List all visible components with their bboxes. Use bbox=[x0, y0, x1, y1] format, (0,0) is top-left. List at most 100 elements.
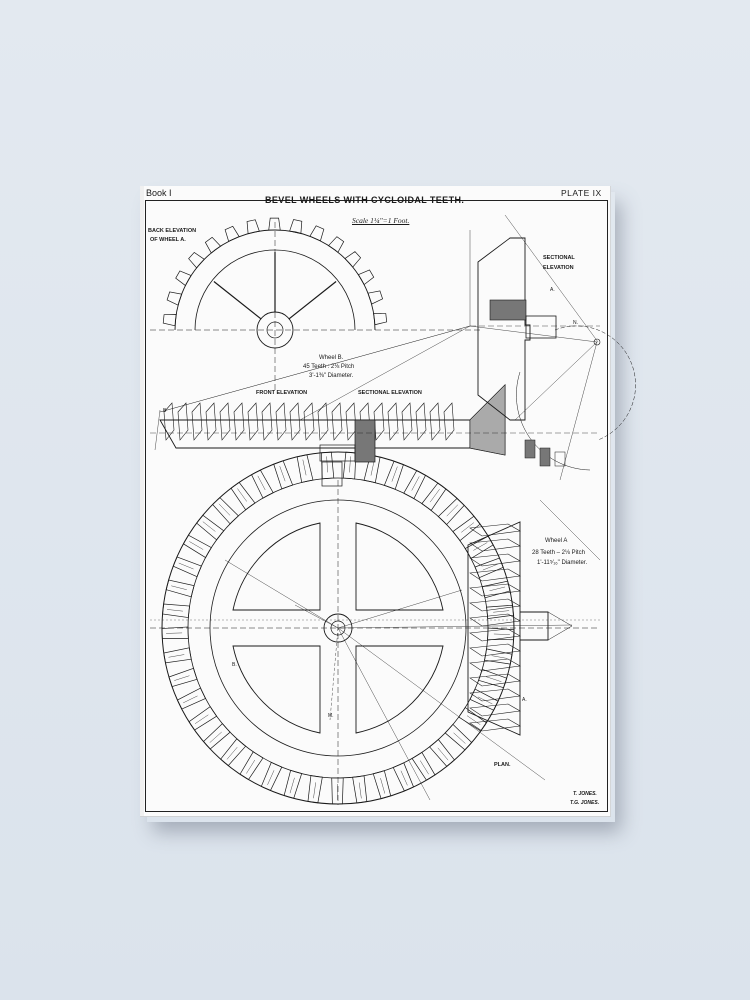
ray bbox=[224, 559, 339, 629]
tooth-line bbox=[171, 585, 187, 590]
back-arm bbox=[288, 281, 337, 320]
tooth-line bbox=[166, 609, 183, 612]
plan-tooth bbox=[352, 775, 368, 804]
plan-tooth bbox=[478, 668, 508, 689]
tooth-line bbox=[466, 715, 481, 725]
plan-tooth bbox=[239, 751, 264, 781]
tooth-line bbox=[189, 541, 204, 550]
plan-label: PLAN. bbox=[494, 762, 511, 768]
pitch-cone bbox=[469, 325, 598, 343]
scale-note: Scale 1¼"=1 Foot. bbox=[352, 216, 410, 225]
sectional-elevation-right-label: SECTIONAL bbox=[543, 255, 575, 261]
elevation-tooth bbox=[429, 402, 441, 441]
canvas-edge bbox=[140, 186, 144, 816]
back-arm bbox=[213, 281, 262, 320]
elevation-tooth bbox=[443, 402, 455, 441]
sectional-elevation-right-label-2: ELEVATION bbox=[543, 265, 574, 271]
plan-tooth bbox=[172, 556, 202, 578]
plan-tooth bbox=[469, 688, 499, 711]
back-tooth bbox=[357, 269, 375, 286]
marker-b-plan: B. bbox=[232, 662, 237, 668]
elevation-tooth bbox=[415, 402, 427, 441]
tooth-line bbox=[326, 456, 328, 473]
plan-tooth bbox=[212, 497, 239, 525]
wheel-b-diameter: 3'-1⅜" Diameter. bbox=[309, 373, 354, 379]
pitch-cone bbox=[559, 341, 598, 481]
plan-tooth bbox=[165, 579, 195, 598]
pinion-tooth bbox=[469, 643, 521, 657]
plan-tooth bbox=[203, 723, 231, 750]
pitch-cone bbox=[159, 325, 471, 413]
tooth-section bbox=[524, 439, 536, 459]
plan-tooth bbox=[437, 497, 465, 526]
tooth-line bbox=[358, 782, 362, 799]
construction-line bbox=[154, 409, 161, 451]
pinion-tooth bbox=[469, 688, 521, 702]
wheel-b-name: Wheel B. bbox=[319, 355, 344, 361]
plan-tooth bbox=[452, 515, 481, 542]
elevation-tooth bbox=[303, 402, 315, 441]
plan-tooth bbox=[260, 761, 283, 791]
tooth-line bbox=[493, 610, 510, 613]
tooth-line bbox=[486, 676, 502, 682]
tooth-line bbox=[202, 521, 216, 532]
back-elevation-label: BACK ELEVATION bbox=[148, 228, 197, 234]
back-tooth bbox=[344, 251, 362, 268]
ray bbox=[294, 604, 339, 629]
sectional-elevation-label: SECTIONAL ELEVATION bbox=[358, 390, 422, 396]
plan-tooth bbox=[176, 687, 207, 710]
back-tooth bbox=[204, 236, 222, 254]
plan-tooth bbox=[474, 557, 504, 579]
construction-arc bbox=[516, 371, 591, 471]
plan-tooth bbox=[411, 751, 436, 781]
tooth-line bbox=[453, 732, 466, 744]
elevation-tooth bbox=[401, 402, 413, 441]
ray bbox=[337, 624, 573, 629]
tooth-line bbox=[491, 655, 508, 659]
plan-tooth bbox=[429, 738, 455, 767]
marker-a-plan: A. bbox=[522, 697, 527, 703]
tooth-line bbox=[489, 586, 506, 591]
tooth-line bbox=[183, 695, 198, 704]
pinion-tooth bbox=[469, 598, 521, 612]
marker-a-top: A. bbox=[550, 287, 555, 293]
plan-tooth bbox=[230, 481, 256, 511]
tooth-line bbox=[178, 562, 194, 570]
ray bbox=[337, 627, 431, 801]
pinion-tooth bbox=[469, 583, 521, 597]
wheel-a-teeth: 28 Teeth – 2⅛ Pitch bbox=[532, 550, 585, 556]
tooth-line bbox=[209, 731, 222, 743]
plan-tooth bbox=[296, 454, 314, 483]
elevation-tooth bbox=[345, 402, 357, 441]
elevation-tooth bbox=[233, 402, 245, 441]
plan-tooth bbox=[484, 648, 513, 665]
signature-2: T.G. JONES. bbox=[570, 800, 600, 806]
plan-tooth bbox=[444, 723, 473, 751]
tooth-line bbox=[391, 466, 398, 482]
construction-line bbox=[539, 499, 601, 561]
plan-tooth bbox=[163, 647, 192, 664]
back-tooth bbox=[373, 312, 388, 326]
hub-block bbox=[319, 444, 356, 462]
pitch-cone bbox=[299, 325, 471, 421]
back-tooth bbox=[224, 225, 240, 242]
plan-arm-window bbox=[355, 645, 444, 734]
tooth-line bbox=[267, 770, 275, 785]
back-tooth bbox=[268, 217, 281, 231]
elevation-tooth bbox=[373, 402, 385, 441]
plan-tooth bbox=[363, 454, 381, 484]
tooth-line bbox=[411, 476, 420, 491]
plan-arm-window bbox=[232, 645, 321, 734]
plate-title: BEVEL WHEELS WITH CYCLOIDAL TEETH. bbox=[265, 195, 465, 205]
pitch-cone bbox=[514, 341, 598, 421]
pinion-tooth bbox=[469, 613, 521, 627]
back-tooth bbox=[246, 219, 260, 235]
tooth-line bbox=[349, 456, 351, 473]
pinion-tooth bbox=[469, 523, 521, 537]
pinion-outline bbox=[467, 521, 521, 736]
back-tooth bbox=[166, 291, 183, 306]
book-label: Book I bbox=[146, 188, 172, 198]
tooth-line bbox=[482, 563, 498, 571]
tooth-line bbox=[461, 522, 475, 533]
